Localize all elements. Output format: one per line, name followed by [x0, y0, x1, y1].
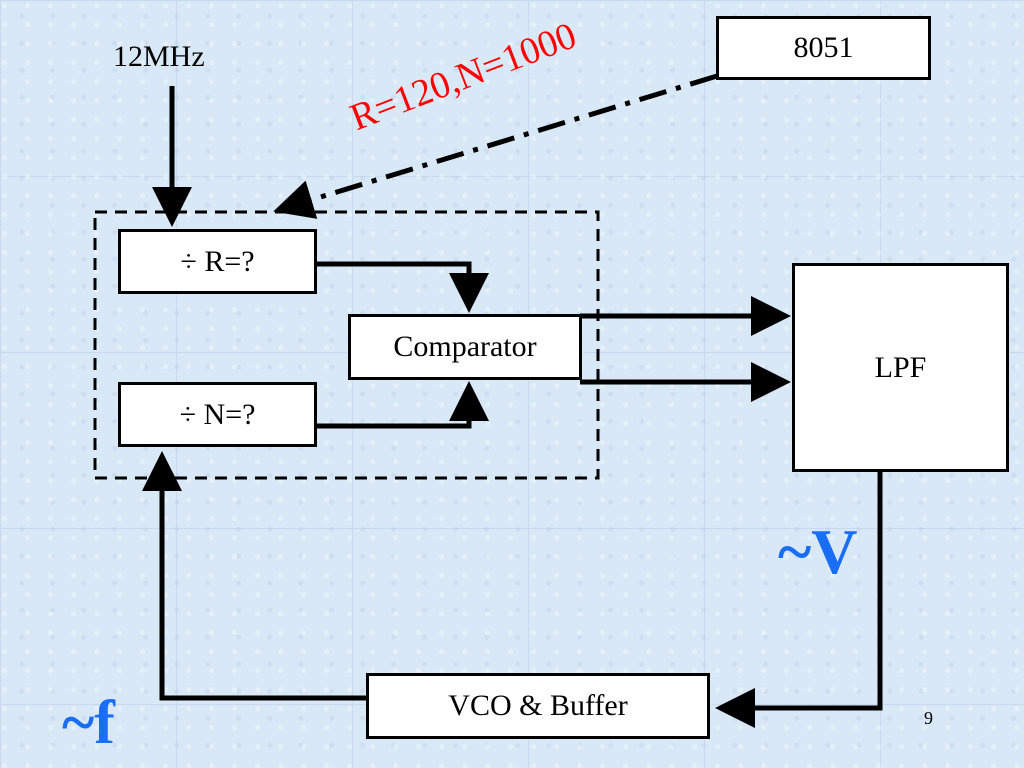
vco-label: VCO & Buffer [448, 689, 628, 722]
mcu-label: 8051 [793, 31, 854, 64]
mcu-8051-box: 8051 [716, 16, 931, 80]
page-number: 9 [924, 708, 933, 728]
lpf-label: LPF [874, 350, 927, 384]
lpf-box: LPF [792, 263, 1009, 472]
n-divider-label: ÷ N=? [179, 397, 256, 431]
n-divider-box: ÷ N=? [118, 382, 317, 447]
comparator-label: Comparator [393, 330, 537, 363]
vco-feedback-line [142, 451, 368, 701]
frequency-label: ~f [62, 689, 115, 757]
control-line [273, 73, 718, 219]
n-divider-to-comparator-line [316, 381, 489, 429]
vco-buffer-box: VCO & Buffer [366, 673, 710, 739]
voltage-label: ~V [778, 516, 858, 587]
clock-label: 12MHz [113, 40, 205, 73]
lpf-to-vco-line [715, 472, 883, 728]
pll-chip-boundary [93, 210, 600, 480]
r-divider-to-comparator-line [316, 261, 489, 313]
comparator-box: Comparator [348, 314, 582, 380]
r-divider-label: ÷ R=? [180, 244, 255, 278]
r-divider-box: ÷ R=? [118, 229, 317, 294]
